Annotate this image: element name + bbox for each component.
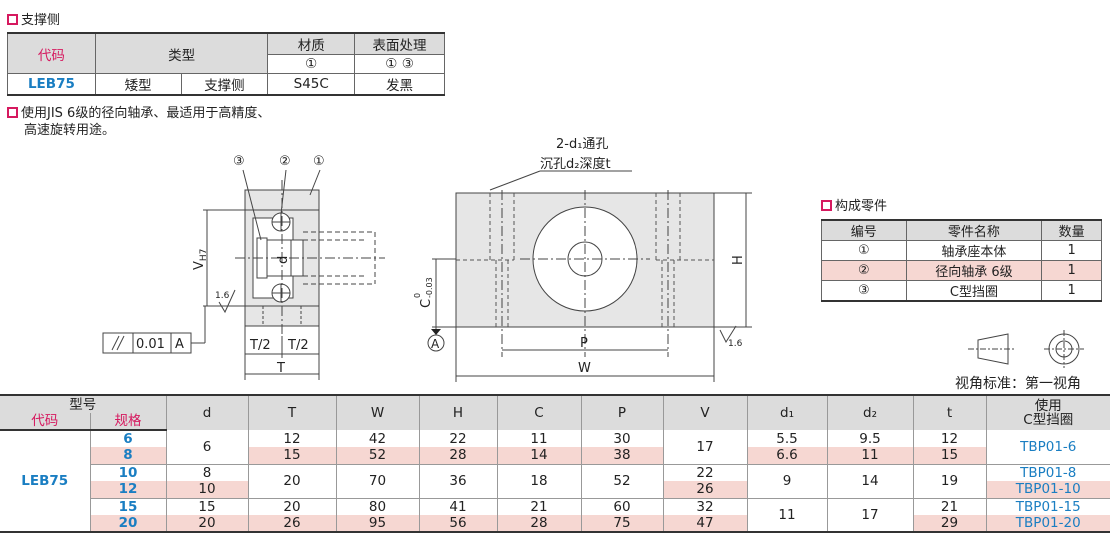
front-view-drawing: 2-d₁通孔 沉孔d₂深度t H C 0 -0.03 A P W 1.6 — [413, 137, 752, 382]
col-surface-header: 表面处理 — [354, 32, 445, 55]
callout-1: ① — [313, 154, 325, 169]
svg-text:A: A — [431, 337, 440, 351]
col-code-header: 代码 — [7, 32, 96, 74]
svg-text:0: 0 — [413, 293, 422, 298]
first-angle-projection-icon — [968, 330, 1084, 368]
support-side-heading: 支撑侧 — [7, 9, 60, 28]
square-bullet-icon — [821, 200, 832, 211]
svg-text:C: C — [419, 299, 434, 308]
projection-label: 视角标准：第一视角 — [955, 376, 1081, 392]
svg-text:T: T — [276, 361, 285, 376]
parts-col-name: 零件名称 — [905, 219, 1043, 241]
svg-text:沉孔d₂深度t: 沉孔d₂深度t — [540, 156, 611, 172]
usage-note: 使用JIS 6级的径向轴承、最适用于高精度、 高速旋转用途。 — [7, 105, 270, 139]
col-T: T — [247, 394, 336, 430]
parts-row: ① 轴承座本体 1 — [821, 240, 1102, 261]
col-t: t — [912, 394, 986, 430]
svg-text:T/2: T/2 — [249, 338, 271, 353]
side-view-drawing: ③ ② ① VH7 d 1.6 0.01 A T/2 T/2 T — [102, 154, 385, 380]
svg-text:P: P — [580, 336, 588, 351]
col-W: W — [335, 394, 419, 430]
table-row: 12 10 26 TBP01-10 — [0, 481, 1110, 498]
svg-text:2-d₁通孔: 2-d₁通孔 — [556, 137, 608, 152]
col-d: d — [165, 394, 248, 430]
surface-cell: 发黑 — [354, 73, 445, 96]
support-side-table: 代码 类型 材质 表面处理 ① ① ③ LEB75 矮型 支撑侧 S45C 发黑 — [7, 32, 445, 96]
parts-row: ② 径向轴承 6级 1 — [821, 260, 1102, 281]
svg-text:0.01: 0.01 — [136, 337, 165, 352]
table-row: 10 8 20 70 36 18 52 22 9 14 19 TBP01-8 — [0, 463, 1110, 498]
material-cell: S45C — [267, 73, 356, 96]
code-cell: LEB75 — [0, 430, 90, 533]
square-bullet-icon — [7, 14, 18, 25]
svg-text:-0.03: -0.03 — [425, 277, 434, 298]
svg-text:1.6: 1.6 — [728, 339, 743, 349]
col-material-header: 材质 — [267, 32, 356, 55]
col-code: 代码 — [0, 413, 90, 431]
svg-text:A: A — [175, 337, 184, 352]
code-cell: LEB75 — [7, 73, 96, 96]
col-d1: d₁ — [746, 394, 827, 430]
table-row: 15 15 20 80 41 21 60 32 11 17 21 TBP01-1… — [0, 497, 1110, 533]
parts-heading: 构成零件 — [821, 195, 887, 214]
col-H: H — [418, 394, 497, 430]
parts-col-no: 编号 — [821, 219, 907, 241]
svg-text:d: d — [276, 256, 291, 264]
col-C: C — [496, 394, 581, 430]
callout-2: ② — [279, 154, 291, 169]
col-V: V — [662, 394, 747, 430]
col-d2: d₂ — [826, 394, 913, 430]
callout-3: ③ — [233, 154, 245, 169]
type-b-cell: 支撑侧 — [180, 73, 269, 96]
svg-text:H: H — [731, 255, 746, 265]
parts-col-qty: 数量 — [1041, 219, 1102, 241]
parts-table: 编号 零件名称 数量 ① 轴承座本体 1 ② 径向轴承 6级 1 ③ C型挡圈 … — [821, 219, 1102, 302]
table-row: 20 20 26 95 56 28 75 47 29 TBP01-20 — [0, 515, 1110, 533]
col-size: 规格 — [89, 413, 166, 431]
svg-text:T/2: T/2 — [287, 338, 309, 353]
col-model: 型号 — [0, 394, 166, 413]
svg-text:1.6: 1.6 — [215, 291, 230, 301]
svg-text:W: W — [578, 361, 591, 376]
material-marks: ① — [267, 54, 356, 74]
parts-row: ③ C型挡圈 1 — [821, 280, 1102, 302]
table-row: LEB75 6 6 12 42 22 11 30 17 5.5 9.5 12 T… — [0, 430, 1110, 533]
table-row: 8 15 52 28 14 38 6.6 11 15 — [0, 447, 1110, 464]
type-a-cell: 矮型 — [94, 73, 182, 96]
col-type-header: 类型 — [94, 32, 269, 74]
svg-text:VH7: VH7 — [192, 249, 209, 270]
surface-marks: ① ③ — [354, 54, 445, 74]
col-P: P — [580, 394, 663, 430]
square-bullet-icon — [7, 107, 18, 118]
